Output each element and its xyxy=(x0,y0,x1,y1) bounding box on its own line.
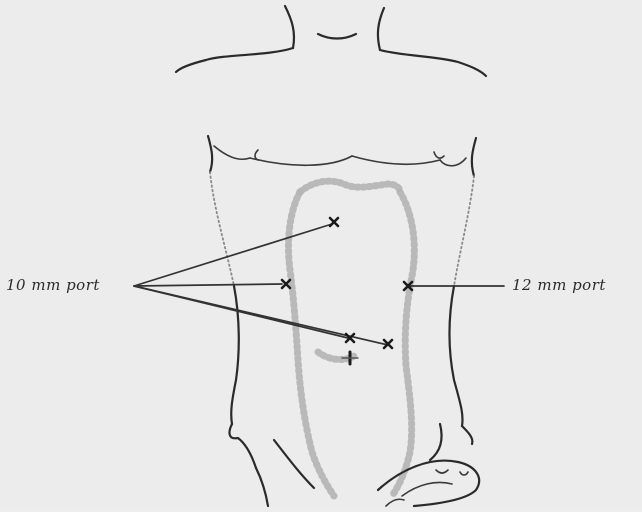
neck-outline xyxy=(176,6,486,76)
leader-left xyxy=(134,284,282,286)
chest-outline xyxy=(214,146,466,166)
pelvis-sketch xyxy=(378,461,479,506)
left-port-label: 10 mm port xyxy=(6,276,100,294)
leader-upper-left xyxy=(134,224,332,286)
upper-left-port-marker xyxy=(330,218,338,226)
right-port-label: 12 mm port xyxy=(512,276,606,294)
torso-outline xyxy=(208,136,476,506)
